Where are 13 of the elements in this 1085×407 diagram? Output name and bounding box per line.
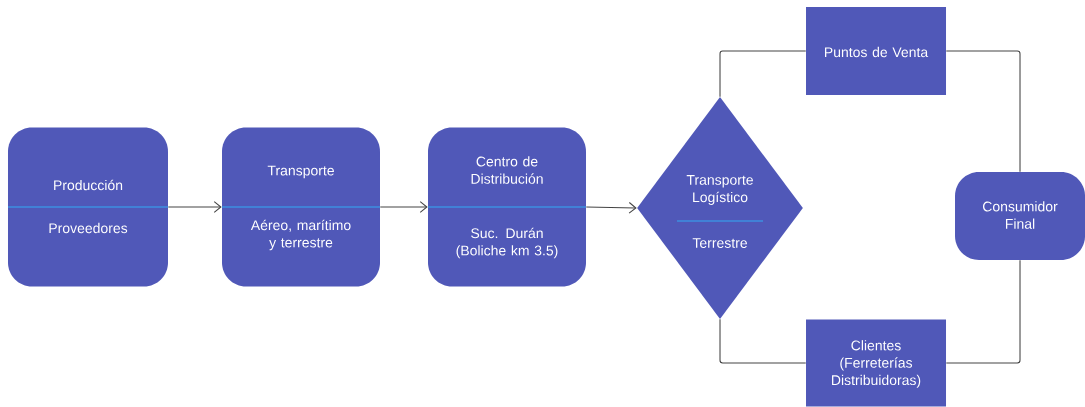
- connector-line: [719, 50, 807, 98]
- process-box: Puntos de Venta: [806, 7, 946, 95]
- process-box: Centro de Distribución Suc. Durán (Boliche km 3.5): [427, 127, 587, 287]
- process-box: Consumidor Final: [955, 172, 1085, 260]
- connector-line: [945, 259, 1021, 364]
- process-box: Producción Proveedores: [7, 127, 169, 287]
- connector-line: [945, 50, 1021, 173]
- process-box: Transporte Aéreo, marítimo y terrestre: [221, 127, 381, 287]
- process-box: Clientes (Ferreterías Distribuidoras): [806, 319, 946, 407]
- arrow: [167, 201, 222, 213]
- arrow: [585, 202, 637, 214]
- connector-line: [719, 318, 807, 364]
- arrow: [379, 201, 428, 213]
